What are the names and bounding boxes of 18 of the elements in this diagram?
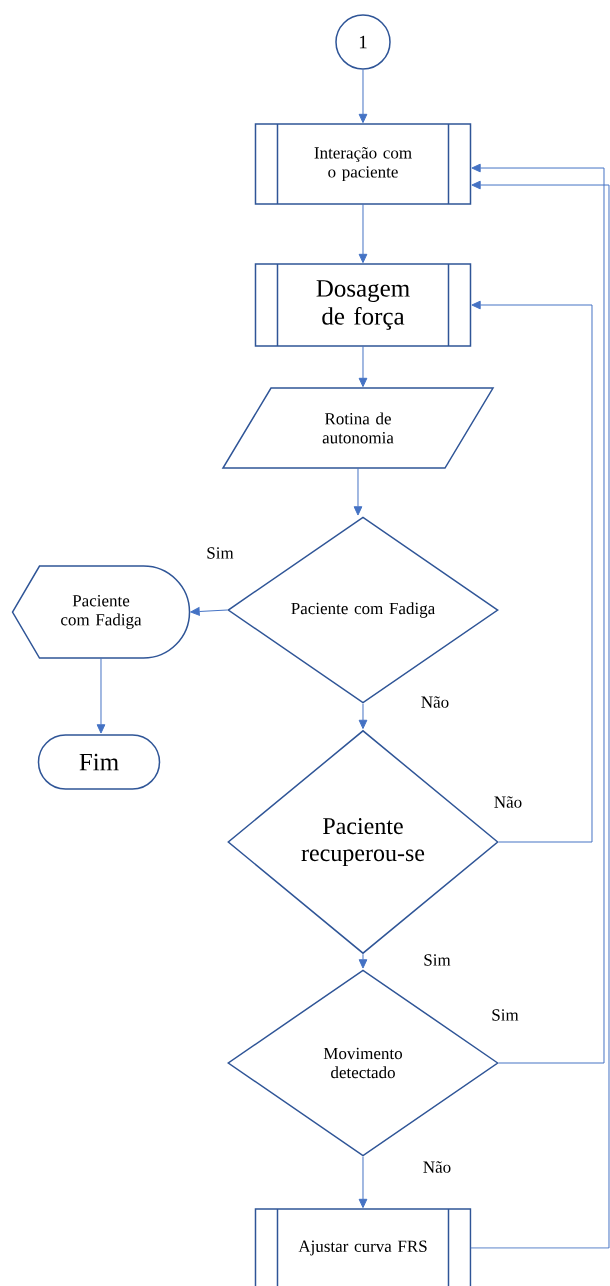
arrow (358, 69, 368, 124)
edge-label: Sim (422, 953, 452, 967)
arrow (353, 467, 363, 516)
arrow (358, 345, 368, 388)
process-box: Dosagem de força (254, 263, 472, 347)
arrow (471, 300, 593, 843)
arrow (358, 703, 368, 730)
arrow (190, 607, 228, 616)
terminator-box: Fim (37, 734, 161, 790)
process-box: Interação com o paciente (254, 123, 472, 205)
arrow (96, 657, 106, 734)
arrow (471, 163, 605, 1064)
arrow (358, 1156, 368, 1209)
arrow (358, 203, 368, 264)
edge-label: Não (421, 1160, 453, 1174)
arrow (358, 953, 368, 969)
arrow (470, 180, 610, 1249)
process-box: Ajustar curva FRS (254, 1208, 472, 1286)
